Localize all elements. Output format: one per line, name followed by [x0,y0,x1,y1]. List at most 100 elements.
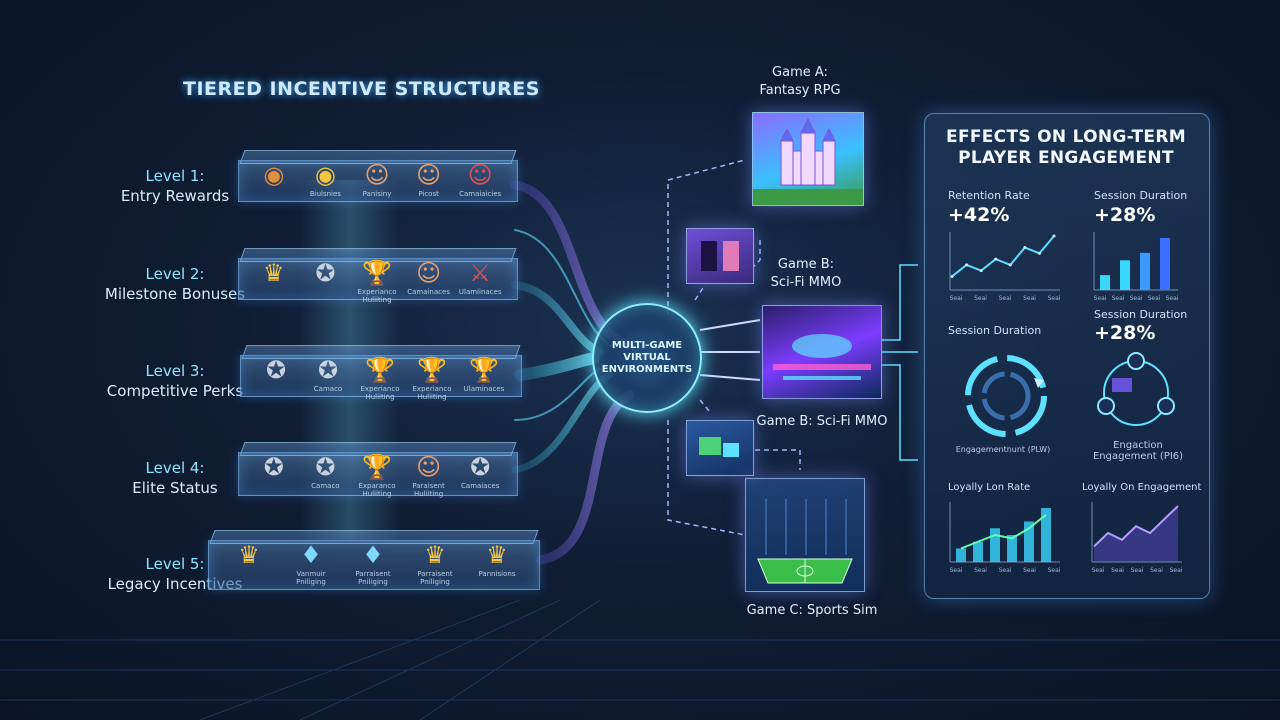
tick-label: Seai [999,295,1012,302]
game-b-cube [762,305,882,399]
reward-slot: 🏆Exparanco Huliiting [348,454,406,498]
tick-label: Seai [1094,295,1107,302]
tick-label: Seai [1048,567,1061,574]
game-c-cube [745,478,865,592]
trophy-icon: 🏆 [469,356,499,384]
loyalty-right-label: Loyally On Engagement [1082,482,1202,493]
reward-caption: Ulaminaces [463,385,505,393]
game-c-label: Game C: Sports Sim [746,603,878,618]
reward-caption: Vanmuir Pniliging [296,570,326,586]
tick-label: Seai [950,295,963,302]
game-a-label: Game A:Fantasy RPG [759,65,841,98]
loyalty-left-label: Loyally Lon Rate [948,482,1031,493]
session-top-label: Session Duration [1094,189,1188,202]
reward-slot: ☺Camainaces [400,260,458,296]
session-right-label: Session Duration [1094,308,1188,321]
medal-icon: ✪ [263,453,284,481]
medal-icon: ✪ [265,356,287,384]
reward-slot: 🏆Experianco Huliiting [403,357,461,401]
data-point [994,257,998,261]
map-cube [686,420,754,476]
crown-icon: ♛ [424,541,446,569]
reward-slot: ♦Vanmuir Pniliging [282,542,340,586]
data-point [950,274,954,278]
reward-slot: ✪ [296,260,354,288]
coins-icon: ◉ [263,161,285,189]
reward-caption: Ulamiinaces [458,288,502,296]
tier-4-slab [238,258,518,300]
engagement-cycle-icon [965,355,1047,437]
data-point [1052,234,1056,238]
tick-label: Seai [1092,567,1105,574]
bar [1007,535,1017,562]
bar [1100,275,1110,290]
session-top-value: +28% [1094,204,1156,226]
reward-slot: ◉ [245,162,303,190]
reward-slot: ✪ [247,357,305,385]
reward-caption: Picost [418,190,439,198]
soccer-field-icon [757,499,853,584]
crown-icon: ♛ [263,259,285,287]
reward-caption: Camaco [313,385,343,393]
tick-label: Seai [1023,567,1036,574]
reward-slot: 🏆Ulaminaces [455,357,513,393]
level-3-label: Level 3:Competitive Perks [106,362,244,400]
reward-caption: Camainaces [407,288,450,296]
reward-slot: 🏆Experianco Huliiting [348,260,406,304]
retention-label: Retention Rate [948,189,1030,202]
tick-label: Seai [1166,295,1179,302]
flow-l3 [514,352,600,381]
reward-slot: ✪Camaco [296,454,354,490]
avatar-icon: ☺ [364,161,390,189]
tick-label: Seai [1150,567,1163,574]
reward-slot: ♦Parraisent Pniliging [344,542,402,586]
tick-label: Seai [974,295,987,302]
reward-caption: Camaco [311,482,340,490]
castle-icon [753,117,863,205]
puzzle-cube [686,228,754,284]
flow-l1 [535,390,635,565]
tier-3-slab [240,355,522,397]
reward-caption: Pannisions [478,570,516,578]
bar [1041,508,1051,562]
tick-label: Seai [999,567,1012,574]
data-point [979,269,983,273]
reward-slot: ✪Camaco [299,357,357,393]
reward-caption: Experianco Huliiting [412,385,452,401]
data-point [965,263,969,267]
flow-l4 [511,281,604,356]
tier-5-slab [238,160,518,202]
crown-icon: ♛ [486,541,508,569]
effects-panel [924,113,1210,599]
reward-slot: ♛ [245,260,303,288]
trend-line [960,513,1047,550]
retention-value: +42% [948,204,1010,226]
reward-caption: Biulsnies [309,190,341,198]
reward-caption: Paraisent Huliiting [412,482,445,498]
reward-slot: ☺Camaiaicies [451,162,509,198]
avatar-icon: ☺ [467,161,493,189]
avatar-icon: ☺ [416,161,442,189]
cycle-right-caption: Engaction Engagement (PI6) [1092,440,1184,462]
reward-slot: ☺Panisiny [348,162,406,198]
game-b-repeat-label: Game B: Sci-Fi MMO [756,414,888,429]
reward-slot: ♛Pannisions [468,542,526,578]
bar [973,541,983,562]
community-cycle-icon [1097,352,1175,426]
crown-icon: ♛ [238,541,260,569]
avatar-icon: ☺ [416,453,442,481]
reward-slot: ⚔Ulamiinaces [451,260,509,296]
bar [1160,238,1170,290]
level-5-label: Level 1:Entry Rewards [120,167,230,205]
trophy-icon: 🏆 [362,259,392,287]
reward-caption: Exparanco Huliiting [358,482,396,498]
reward-caption: Experianco Huliiting [360,385,400,401]
tick-label: Seai [1112,295,1125,302]
retention-line [951,235,1055,278]
medal-icon: ✪ [315,259,336,287]
tick-label: Seai [950,567,963,574]
bar [1120,260,1130,290]
